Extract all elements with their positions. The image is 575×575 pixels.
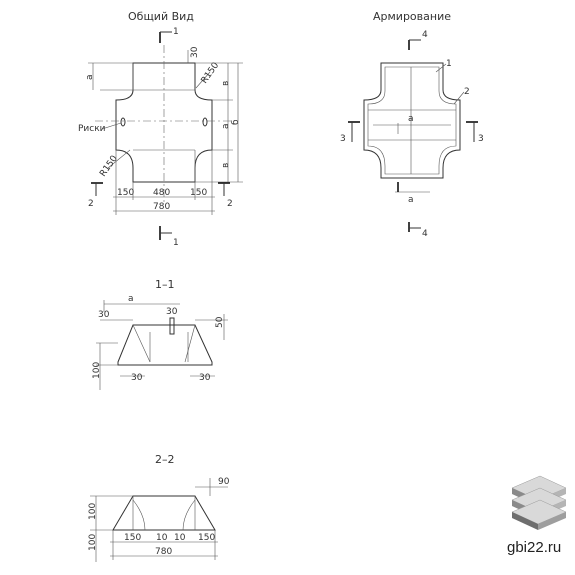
section-2-2-title: 2–2 xyxy=(155,453,175,466)
marks-leader xyxy=(101,122,122,130)
dim-150-right: 150 xyxy=(190,188,207,198)
mark-left xyxy=(120,117,126,127)
section-2-2-d100-top: 100 xyxy=(88,503,98,520)
section-1-1-d50: 50 xyxy=(215,316,225,328)
section-1-1-a-label: а xyxy=(128,294,134,304)
section-2-right-label: 2 xyxy=(227,199,233,209)
section-1-1-d100: 100 xyxy=(92,362,102,379)
callout-2-label: 2 xyxy=(464,87,470,97)
site-name: gbi22.ru xyxy=(507,539,561,556)
dim-c-top-label: в xyxy=(221,81,231,86)
section-2-2-d90: 90 xyxy=(218,477,230,487)
dim-a-right-label: а xyxy=(221,123,231,129)
section-4-top-label: 4 xyxy=(422,30,428,40)
r-top-label: R150 xyxy=(200,61,222,86)
section-4-bottom-label: 4 xyxy=(422,229,428,239)
r-bottom-label: R150 xyxy=(98,154,120,179)
callout-2-leader xyxy=(453,91,465,105)
section-2-2-curve-right xyxy=(182,499,196,531)
reinforcement-title: Армирование xyxy=(373,10,451,23)
section-1-1-right-chamfer xyxy=(184,324,196,363)
section-2-2-profile xyxy=(112,495,216,531)
section-2-2-d150-right: 150 xyxy=(198,533,215,543)
dim-b-label: б xyxy=(231,119,241,125)
section-1-1-d30-left: 30 xyxy=(98,310,110,320)
r-bottom-leader xyxy=(107,149,131,169)
reinforcement-inner-outline xyxy=(367,66,457,175)
marks-label: Риски xyxy=(78,124,106,134)
section-2-2-d10-a: 10 xyxy=(156,533,168,543)
callout-1-leader xyxy=(435,63,447,73)
section-1-1-d30-br: 30 xyxy=(199,373,211,383)
section-1-1-mark-slot xyxy=(169,317,175,335)
section-1-1-title: 1–1 xyxy=(155,278,175,291)
watermark: gbi22.ru xyxy=(507,475,567,556)
section-2-left-label: 2 xyxy=(88,199,94,209)
section-1-1-d30-bl: 30 xyxy=(131,373,143,383)
dim-780: 780 xyxy=(153,202,170,212)
dim-a-label: а xyxy=(85,74,95,80)
r-top-leader xyxy=(195,71,211,89)
reinforcement-a-label-bottom: а xyxy=(408,195,414,205)
section-3-left-label: 3 xyxy=(340,134,346,144)
section-3-right-label: 3 xyxy=(478,134,484,144)
dim-30-label: 30 xyxy=(190,46,200,58)
reinforcement-a-label-center: а xyxy=(408,114,414,124)
general-view: Общий Вид Риски а 30 R150 R150 xyxy=(78,10,243,248)
section-2-2: 2–2 90 100 100 150 10 10 150 780 xyxy=(88,453,230,562)
section-1-1-left-chamfer xyxy=(132,324,151,363)
general-view-title: Общий Вид xyxy=(128,10,194,23)
section-2-2-curve-left xyxy=(132,499,146,531)
section-2-2-d100-bottom: 100 xyxy=(88,534,98,551)
mark-right xyxy=(202,117,208,127)
dim-c-bottom-label: в xyxy=(221,163,231,168)
section-1-1-d30-top: 30 xyxy=(166,307,178,317)
section-1-1: 1–1 а 30 30 50 100 30 30 xyxy=(92,278,228,390)
reinforcement-view: Армирование а а 1 2 4 4 3 3 xyxy=(340,10,484,239)
section-1-bottom-label: 1 xyxy=(173,238,179,248)
dim-150-left: 150 xyxy=(117,188,134,198)
section-1-1-profile xyxy=(117,324,213,366)
stacked-slabs-icon xyxy=(511,475,567,530)
section-2-2-d10-b: 10 xyxy=(174,533,186,543)
section-2-2-d780: 780 xyxy=(155,547,172,557)
section-1-top-label: 1 xyxy=(173,27,179,37)
callout-1-label: 1 xyxy=(446,59,452,69)
reinforcement-cross-outline xyxy=(363,62,461,179)
dim-480: 480 xyxy=(153,188,170,198)
section-2-2-d150-left: 150 xyxy=(124,533,141,543)
